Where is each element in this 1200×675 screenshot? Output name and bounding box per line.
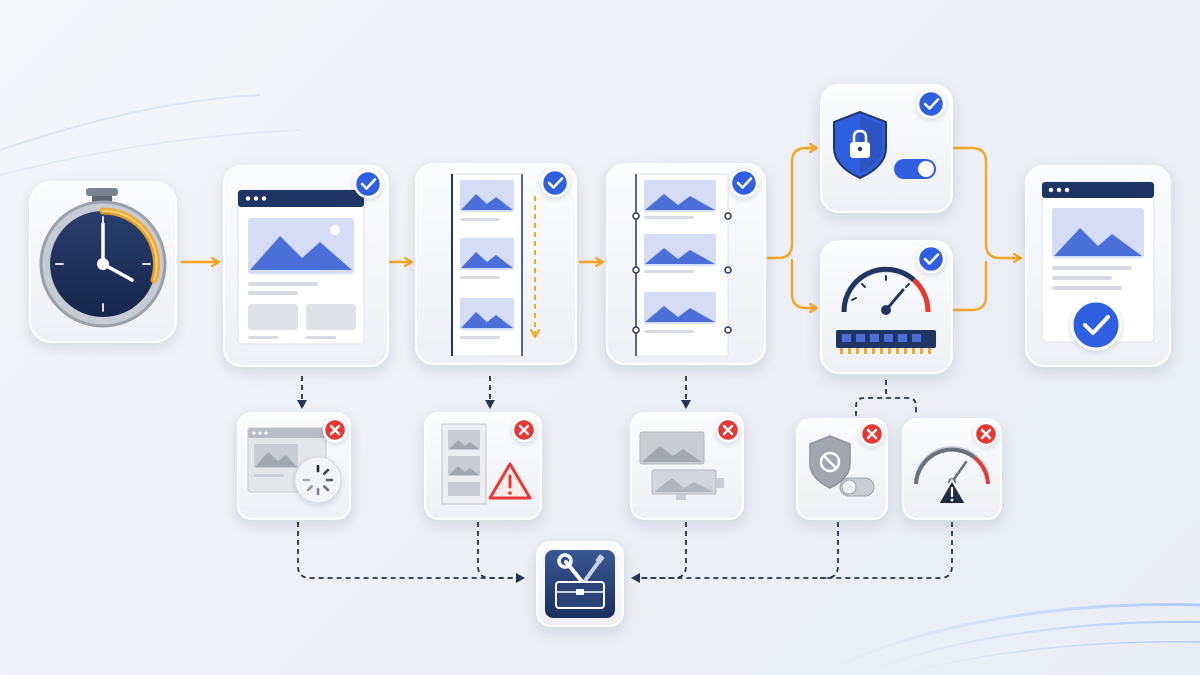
verified-page-icon bbox=[1041, 181, 1155, 343]
misaligned-blocks-icon bbox=[639, 431, 724, 500]
step-card-layout-anchors bbox=[606, 163, 766, 365]
shield-lock-icon bbox=[833, 110, 936, 180]
error-x-icon bbox=[859, 421, 885, 447]
failure-connectors bbox=[297, 376, 953, 583]
success-check-icon bbox=[353, 169, 383, 199]
flow-branch-split bbox=[766, 146, 816, 308]
step-card-security bbox=[820, 84, 953, 213]
gauge-warning-icon bbox=[914, 446, 990, 505]
error-x-icon bbox=[973, 421, 999, 447]
step-card-page-render bbox=[223, 165, 389, 367]
timer-card bbox=[29, 181, 177, 343]
background-decoration bbox=[0, 94, 1200, 675]
success-check-icon bbox=[540, 168, 570, 198]
success-check-icon bbox=[916, 244, 946, 274]
fix-toolbox-card bbox=[536, 541, 624, 627]
toolbox-wrench-icon bbox=[555, 553, 605, 609]
failure-card-performance-warning bbox=[902, 418, 1002, 520]
failure-card-layout-broken bbox=[630, 412, 744, 520]
gauge-memory-icon bbox=[836, 266, 936, 354]
failure-card-scroll-warning bbox=[424, 412, 542, 520]
failure-card-security-blocked bbox=[796, 418, 888, 520]
blocked-shield-icon bbox=[809, 435, 875, 497]
scrolling-page-icon bbox=[451, 173, 535, 357]
error-x-icon bbox=[511, 417, 537, 443]
error-x-icon bbox=[322, 417, 348, 443]
flow-branch-merge-bottom bbox=[952, 260, 988, 312]
large-check-icon bbox=[1070, 299, 1122, 351]
loading-spinner-icon bbox=[247, 427, 342, 504]
success-check-icon bbox=[729, 168, 759, 198]
step-card-scroll-load bbox=[415, 163, 577, 365]
error-x-icon bbox=[715, 417, 741, 443]
step-card-final-page bbox=[1025, 165, 1171, 367]
anchored-layout-icon bbox=[632, 173, 732, 357]
failure-card-page-loading bbox=[237, 412, 351, 520]
success-check-icon bbox=[916, 89, 946, 119]
flow-branch-merge bbox=[952, 146, 1020, 258]
webpage-icon bbox=[237, 189, 365, 345]
step-card-performance bbox=[820, 240, 953, 374]
stopwatch-icon bbox=[39, 188, 167, 328]
orange-flow-connectors bbox=[180, 146, 1020, 312]
warning-triangle-icon bbox=[441, 423, 532, 505]
